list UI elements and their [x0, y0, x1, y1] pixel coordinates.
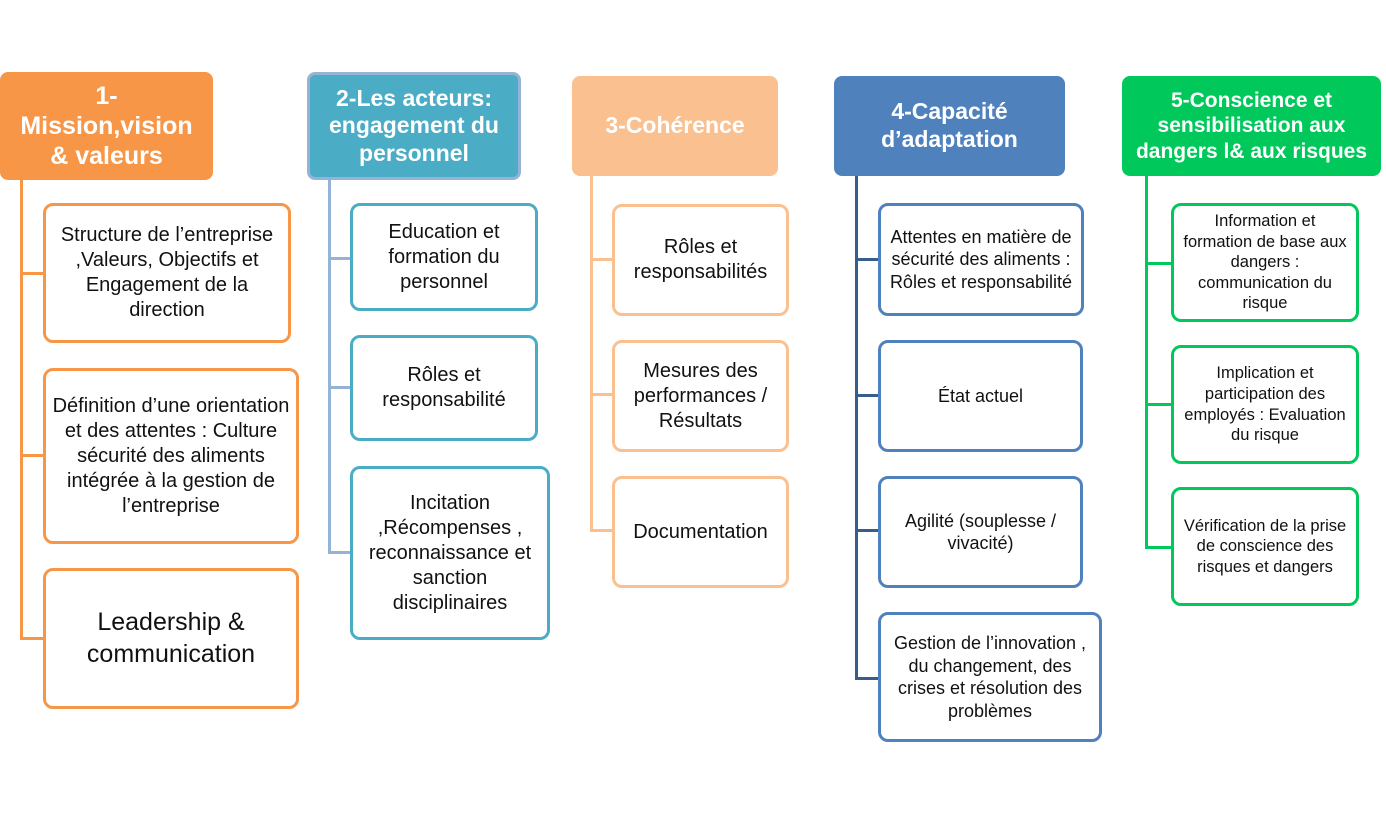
- connector-branch: [855, 529, 880, 532]
- item-box: Vérification de la prise de conscience d…: [1171, 487, 1359, 606]
- column-header: 1- Mission,vision & valeurs: [0, 72, 213, 180]
- connector-branch: [590, 529, 614, 532]
- connector-branch: [20, 454, 44, 457]
- connector-branch: [590, 258, 614, 261]
- connector-branch: [328, 386, 352, 389]
- connector-branch: [1145, 403, 1173, 406]
- item-box: Mesures des performances / Résultats: [612, 340, 789, 452]
- item-box: Rôles et responsabilité: [350, 335, 538, 441]
- item-box: Incitation ,Récompenses , reconnaissance…: [350, 466, 550, 640]
- connector-branch: [1145, 262, 1173, 265]
- item-box: État actuel: [878, 340, 1083, 452]
- connector-branch: [20, 637, 44, 640]
- column-header: 5-Conscience et sensibilisation aux dang…: [1122, 76, 1381, 176]
- connector-trunk: [855, 176, 858, 680]
- connector-branch: [855, 677, 880, 680]
- item-box: Structure de l’entreprise ,Valeurs, Obje…: [43, 203, 291, 343]
- item-box: Education et formation du personnel: [350, 203, 538, 311]
- item-box: Implication et participation des employé…: [1171, 345, 1359, 464]
- connector-trunk: [1145, 176, 1148, 549]
- column-header: 3-Cohérence: [572, 76, 778, 176]
- connector-trunk: [20, 180, 23, 640]
- connector-branch: [1145, 546, 1173, 549]
- item-box: Gestion de l’innovation , du changement,…: [878, 612, 1102, 742]
- item-box: Agilité (souplesse / vivacité): [878, 476, 1083, 588]
- item-box: Définition d’une orientation et des atte…: [43, 368, 299, 544]
- column-header: 4-Capacité d’adaptation: [834, 76, 1065, 176]
- connector-trunk: [590, 176, 593, 532]
- item-box: Attentes en matière de sécurité des alim…: [878, 203, 1084, 316]
- item-box: Rôles et responsabilités: [612, 204, 789, 316]
- item-box: Leadership & communication: [43, 568, 299, 709]
- connector-branch: [855, 258, 880, 261]
- item-box: Documentation: [612, 476, 789, 588]
- item-box: Information et formation de base aux dan…: [1171, 203, 1359, 322]
- connector-branch: [20, 272, 44, 275]
- column-header: 2-Les acteurs: engagement du personnel: [307, 72, 521, 180]
- connector-branch: [328, 257, 352, 260]
- connector-branch: [328, 551, 352, 554]
- connector-trunk: [328, 180, 331, 554]
- connector-branch: [590, 393, 614, 396]
- connector-branch: [855, 394, 880, 397]
